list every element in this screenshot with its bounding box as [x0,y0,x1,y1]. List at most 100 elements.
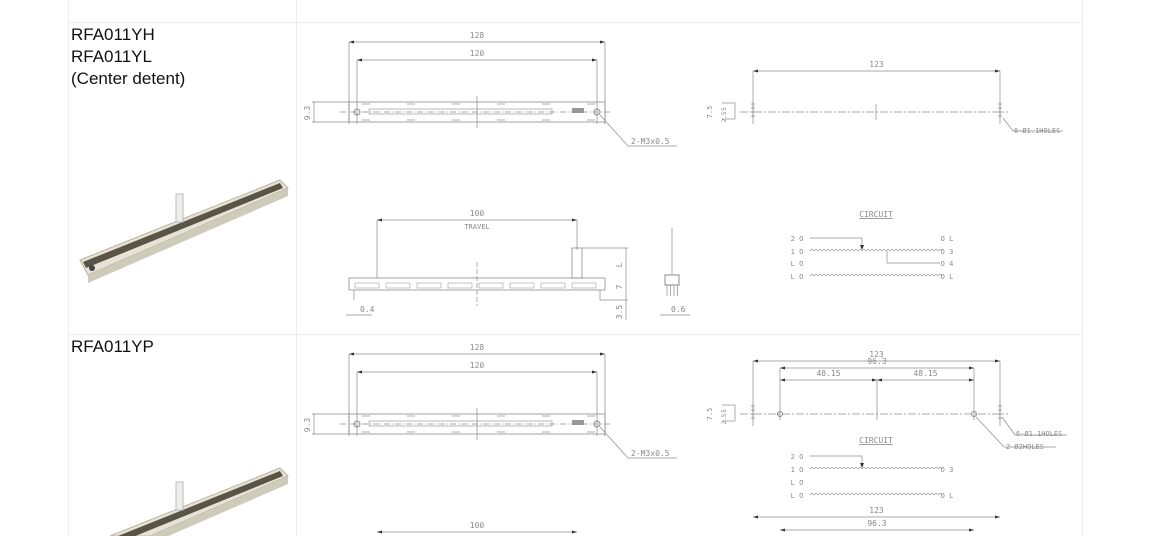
case-window [509,282,535,289]
part-number: RFA011YH [71,25,155,44]
table-column-divider [296,0,297,536]
resistor-track [809,466,943,470]
arrow-icon [969,366,974,370]
arrow-icon [969,528,974,532]
dimension-pin: 3.5 [615,305,624,320]
part-number: RFA011YL [71,47,152,66]
dimension-length-mount: 120 [470,49,485,58]
circuit-title: CIRCUIT [859,436,893,445]
circuit-pin-label: O L [941,273,954,281]
hole-note: 6-Ø1.1HOLES [1016,430,1062,438]
dimension-travel: 100 [470,521,485,530]
dimension-pin-width: 0.6 [671,305,686,314]
arrow-icon [572,218,577,222]
dimension-length-outer: 128 [470,343,485,352]
resistor-track [809,273,943,277]
case-window [571,282,597,289]
circuit-pin-label: L O [791,492,804,500]
mounting-hole [971,411,977,417]
screw-note: 2-M3x0.5 [631,449,670,458]
leader-line [599,426,629,459]
slider-lever [571,247,583,279]
leader-line [1001,416,1016,436]
part-note: (Center detent) [71,69,186,88]
dimension-half-left: 48.15 [816,369,840,378]
circuit-pin-label: 2 O [791,235,804,243]
slider-slot [368,108,553,115]
dimension-height: 9.3 [303,418,312,433]
dimension-pin-row: 2.5 [721,413,728,424]
arrow-icon [357,58,362,62]
table-border-left [68,0,69,536]
dimension-hole-span: 96.3 [867,519,886,528]
slider-slot [83,183,283,268]
case-window [354,282,380,289]
mounting-hole [593,420,601,428]
arrow-icon [780,378,785,382]
arrow-icon [600,40,605,44]
slider-side [88,188,288,283]
slider-slot [117,471,284,536]
circuit-pin-label: L O [791,273,804,281]
dimension-length-mount: 120 [470,361,485,370]
arrow-icon [753,69,758,73]
arrow-icon [995,359,1000,363]
arrow-icon [600,352,605,356]
table-row-divider [68,22,1083,23]
dimension-pin-pitch: 123 [869,506,884,515]
hole-note: 2-Ø2HOLES [1006,443,1044,451]
arrow-icon [780,366,785,370]
hole-note: 6-Ø1.1HOLES [1014,127,1060,135]
resistor-track [809,248,943,252]
dimension-half-right: 48.15 [913,369,937,378]
circuit-pin-label: 2 O [791,453,804,461]
dimension-length-outer: 128 [470,31,485,40]
circuit-pin-label: O L [941,235,954,243]
arrow-icon [592,370,597,374]
resistor-track [809,492,943,496]
travel-label: TRAVEL [464,223,489,231]
mounting-hole [89,265,95,271]
arrow-icon [349,40,354,44]
leader-line [1002,117,1014,132]
dimension-pin-row: 7.5 [706,408,714,421]
case-window [540,282,566,289]
arrow-icon [377,218,382,222]
part-name-cell: RFA011YP [71,336,154,358]
circuit-pin-label: L O [791,479,804,487]
dimension-body: 7 [615,284,624,289]
mounting-hole [777,411,783,417]
dimension-pin-pitch: 123 [869,350,884,359]
dimension-pin-row: 2.5 [721,111,728,122]
mounting-hole [353,420,361,428]
circuit-pin-label: O L [941,492,954,500]
table-row-divider [68,334,1083,335]
mounting-hole [353,108,361,116]
dimension-pin-row: 7.5 [706,106,714,119]
arrow-icon [753,359,758,363]
circuit-pin-label: L O [791,260,804,268]
slider-side [150,476,288,536]
slider-case [109,467,289,536]
mounting-hole [593,108,601,116]
leader-line [975,416,1005,448]
arrow-icon [872,378,877,382]
table-border-right [1082,0,1083,536]
circuit-pin-label: O 3 [941,466,954,474]
part-name-cell: RFA011YH RFA011YL (Center detent) [71,24,185,90]
arrow-icon [357,370,362,374]
screw-note: 2-M3x0.5 [631,137,670,146]
slider-lever [175,481,184,511]
dimension-lever: L [615,262,624,267]
arrow-icon [969,378,974,382]
slider-knob-top [572,108,584,113]
circuit-pin-label: 1 O [791,466,804,474]
arrow-icon [780,528,785,532]
circuit-pin-label: O 3 [941,248,954,256]
circuit-pin-label: O 4 [941,260,954,268]
arrow-icon [572,530,577,534]
case-window [385,282,411,289]
leader-line [599,114,629,147]
dimension-pin-row: 5 [721,107,728,111]
arrow-icon [877,378,882,382]
